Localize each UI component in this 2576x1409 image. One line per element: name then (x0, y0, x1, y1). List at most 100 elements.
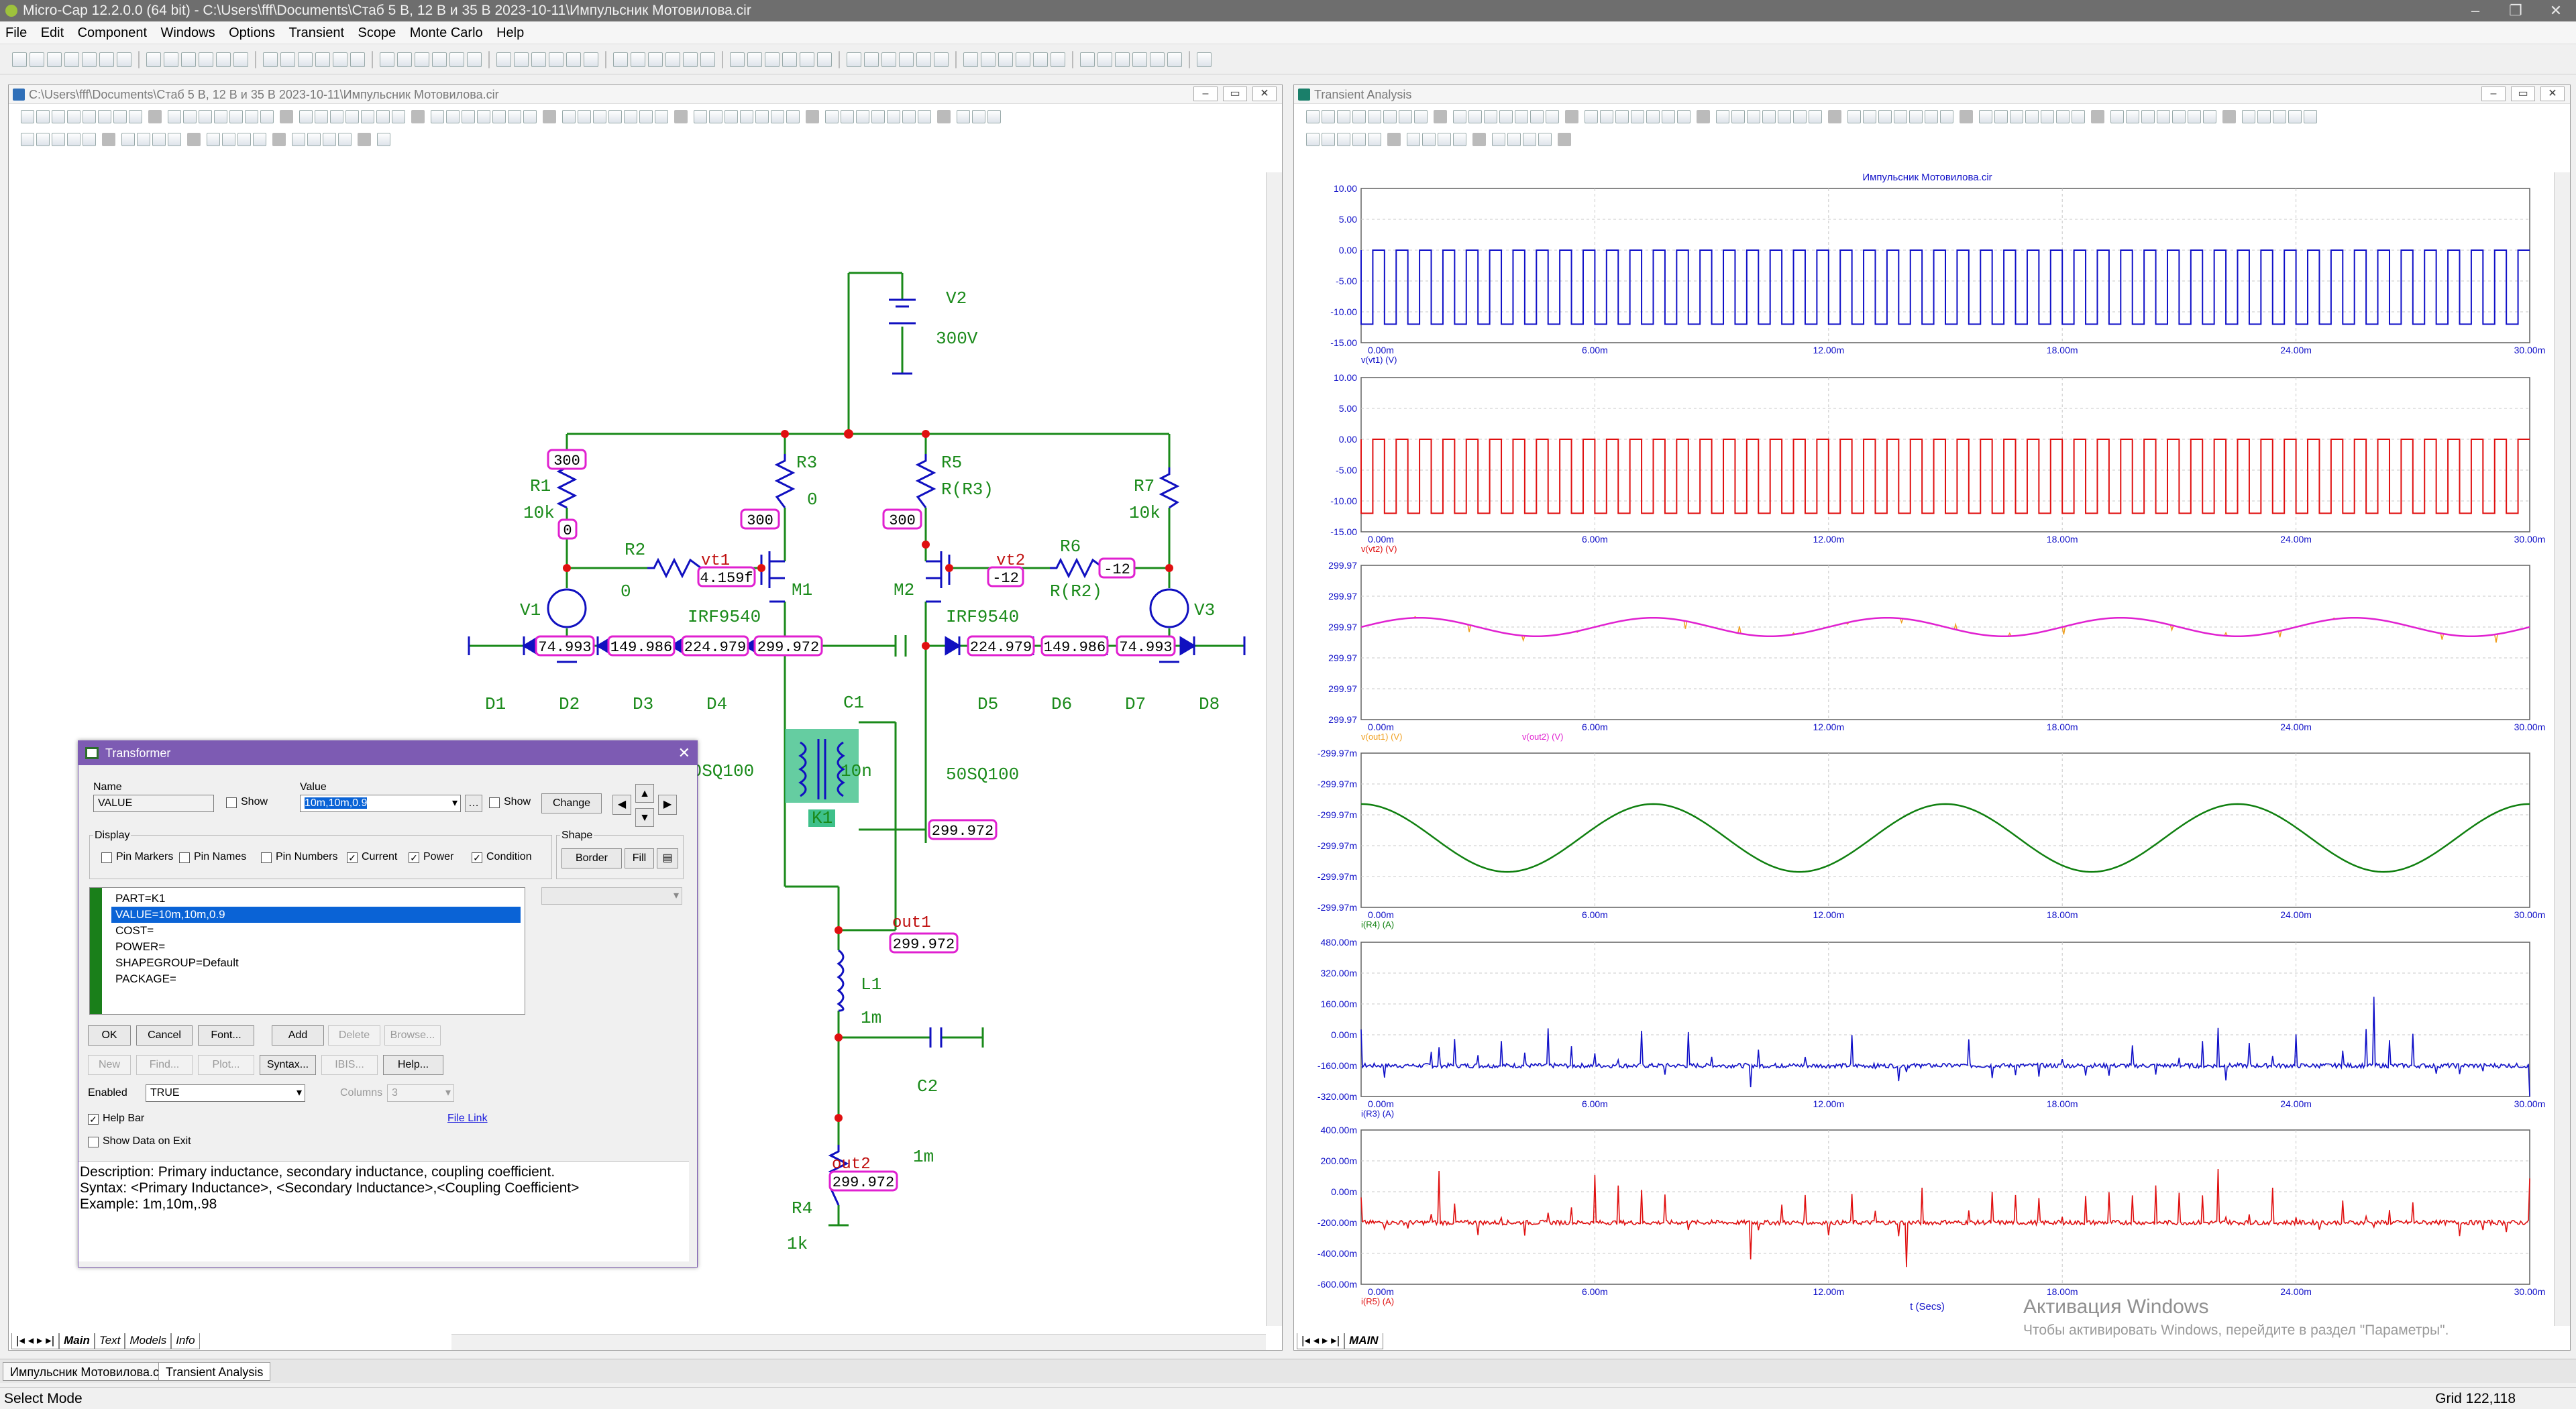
toolbar-button-icon[interactable] (1492, 133, 1505, 146)
condition-checkbox[interactable]: ✓ (472, 852, 482, 863)
toolbar-button-icon[interactable] (1322, 110, 1335, 123)
toolbar-button-icon[interactable] (199, 52, 213, 67)
toolbar-button-icon[interactable] (724, 110, 738, 123)
toolbar-button-icon[interactable] (1352, 110, 1366, 123)
transient-vertical-scrollbar[interactable] (2554, 172, 2570, 1326)
toolbar-button-icon[interactable] (1894, 110, 1907, 123)
task-schematic[interactable]: Импульсник Мотовилова.cir (3, 1362, 173, 1381)
menu-help[interactable]: Help (496, 25, 525, 40)
toolbar-button-icon[interactable] (665, 52, 680, 67)
schematic-close-icon[interactable]: ✕ (1252, 87, 1277, 101)
toolbar-button-icon[interactable] (847, 52, 861, 67)
menu-file[interactable]: File (5, 25, 28, 40)
toolbar-button-icon[interactable] (1778, 110, 1791, 123)
toolbar-button-icon[interactable] (934, 52, 949, 67)
close-icon[interactable]: ✕ (2549, 2, 2563, 19)
toolbar-button-icon[interactable] (825, 110, 839, 123)
toolbar-button-icon[interactable] (1793, 110, 1807, 123)
toolbar-button-icon[interactable] (1499, 110, 1513, 123)
restore-icon[interactable]: ❐ (2509, 2, 2522, 19)
toolbar-button-icon[interactable] (462, 110, 475, 123)
toolbar-button-icon[interactable] (36, 110, 50, 123)
toolbar-button-icon[interactable] (1863, 110, 1876, 123)
file-link[interactable]: File Link (447, 1113, 488, 1124)
toolbar-button-icon[interactable] (871, 110, 885, 123)
toolbar-button-icon[interactable] (1438, 133, 1451, 146)
toolbar-button-icon[interactable] (1453, 133, 1466, 146)
help-button[interactable]: Help... (383, 1055, 443, 1075)
toolbar-button-icon[interactable] (1337, 110, 1350, 123)
toolbar-button-icon[interactable] (963, 52, 978, 67)
toolbar-button-icon[interactable] (694, 110, 707, 123)
toolbar-button-icon[interactable] (2010, 110, 2023, 123)
tab-main-plot[interactable]: MAIN (1344, 1333, 1383, 1349)
add-button[interactable]: Add (272, 1025, 324, 1046)
toolbar-button-icon[interactable] (1538, 133, 1552, 146)
toolbar-button-icon[interactable] (531, 52, 546, 67)
toolbar-button-icon[interactable] (245, 110, 258, 123)
toolbar-button-icon[interactable] (315, 110, 328, 123)
value-dropdown-icon[interactable]: ▾ (451, 797, 458, 809)
toolbar-button-icon[interactable] (655, 110, 668, 123)
toolbar-button-icon[interactable] (181, 52, 196, 67)
pin-numbers-checkbox[interactable] (261, 852, 272, 863)
toolbar-button-icon[interactable] (392, 110, 405, 123)
toolbar-button-icon[interactable] (64, 52, 79, 67)
toolbar-button-icon[interactable] (1530, 110, 1544, 123)
menu-monte-carlo[interactable]: Monte Carlo (409, 25, 483, 40)
menu-transient[interactable]: Transient (288, 25, 345, 40)
toolbar-button-icon[interactable] (1352, 133, 1366, 146)
toolbar-button-icon[interactable] (1322, 133, 1335, 146)
ibis-button[interactable]: IBIS... (321, 1055, 378, 1075)
toolbar-button-icon[interactable] (1631, 110, 1644, 123)
toolbar-button-icon[interactable] (99, 52, 114, 67)
menu-component[interactable]: Component (77, 25, 148, 40)
toolbar-button-icon[interactable] (899, 52, 914, 67)
toolbar-button-icon[interactable] (199, 110, 212, 123)
minimize-icon[interactable]: – (2471, 2, 2480, 19)
toolbar-button-icon[interactable] (492, 110, 506, 123)
toolbar-button-icon[interactable] (1523, 133, 1536, 146)
new-button[interactable]: New (88, 1055, 131, 1075)
toolbar-button-icon[interactable] (12, 52, 27, 67)
toolbar-button-icon[interactable] (998, 52, 1013, 67)
toolbar-button-icon[interactable] (2203, 110, 2216, 123)
tab-text[interactable]: Text (94, 1333, 125, 1349)
schematic-maximize-icon[interactable]: ▭ (1223, 87, 1247, 101)
toolbar-button-icon[interactable] (345, 110, 359, 123)
transient-minimize-icon[interactable]: – (2481, 87, 2506, 101)
dialog-close-icon[interactable]: ✕ (678, 744, 690, 761)
toolbar-button-icon[interactable] (584, 52, 598, 67)
toolbar-button-icon[interactable] (222, 133, 235, 146)
schematic-canvas[interactable]: V2 300V R1 10k R2 0 R3 0 R5 R(R3) R6 R(R… (17, 172, 1265, 1326)
transient-close-icon[interactable]: ✕ (2540, 87, 2565, 101)
pin-names-checkbox[interactable] (179, 852, 190, 863)
attribute-cost[interactable]: COST= (115, 924, 154, 937)
toolbar-button-icon[interactable] (1167, 52, 1182, 67)
tab-main[interactable]: Main (59, 1333, 95, 1349)
menu-windows[interactable]: Windows (160, 25, 215, 40)
fill-color-icon[interactable]: ▤ (657, 848, 678, 868)
schematic-vertical-scrollbar[interactable] (1266, 172, 1282, 1326)
toolbar-button-icon[interactable] (740, 110, 753, 123)
toolbar-button-icon[interactable] (1097, 52, 1112, 67)
toolbar-button-icon[interactable] (972, 110, 985, 123)
toolbar-button-icon[interactable] (1646, 110, 1660, 123)
toolbar-button-icon[interactable] (1051, 52, 1065, 67)
toolbar-button-icon[interactable] (578, 110, 591, 123)
toolbar-button-icon[interactable] (631, 52, 645, 67)
down-arrow-icon[interactable]: ▼ (635, 808, 654, 827)
toolbar-button-icon[interactable] (315, 52, 330, 67)
toolbar-button-icon[interactable] (1940, 110, 1953, 123)
toolbar-button-icon[interactable] (864, 52, 879, 67)
toolbar-button-icon[interactable] (52, 110, 65, 123)
border-button[interactable]: Border (561, 848, 622, 868)
toolbar-button-icon[interactable] (2157, 110, 2170, 123)
toolbar-button-icon[interactable] (1407, 133, 1420, 146)
value-field[interactable]: 10m,10m,0.9▾ (300, 795, 461, 812)
up-arrow-icon[interactable]: ▲ (635, 784, 654, 803)
left-arrow-icon[interactable]: ◀ (612, 795, 631, 815)
toolbar-button-icon[interactable] (782, 52, 797, 67)
toolbar-button-icon[interactable] (549, 52, 564, 67)
toolbar-button-icon[interactable] (1731, 110, 1745, 123)
